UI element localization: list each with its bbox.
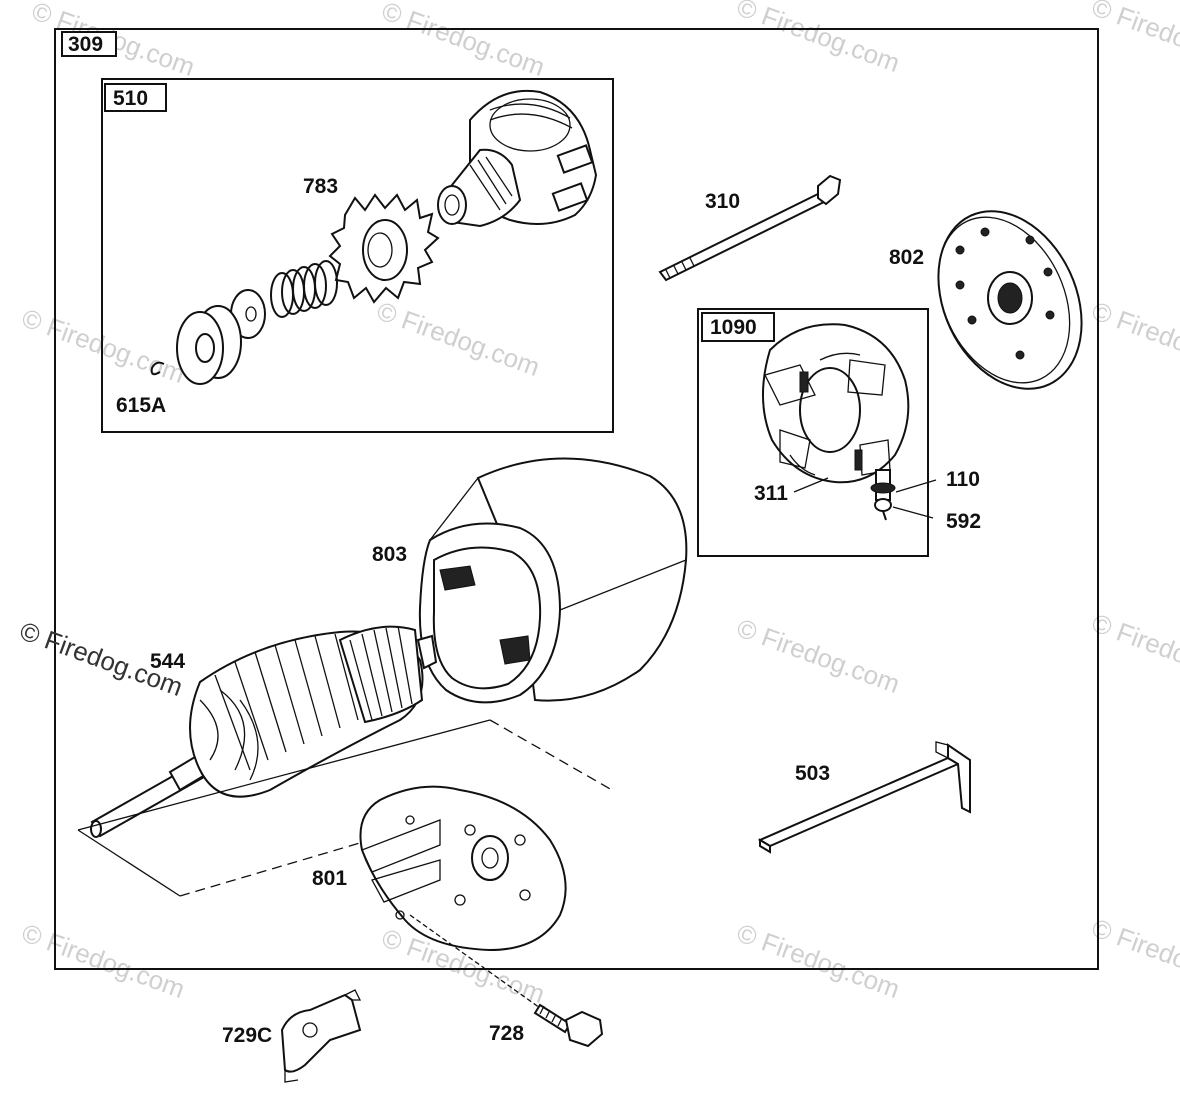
part-802-label: 802 [889,246,924,269]
part-615A-label: 615A [116,394,166,417]
pinion-gear-783 [328,193,440,304]
brush-holder-assembly [762,323,910,484]
drive-group-510: 510 783 [101,78,614,433]
part-801-label: 801 [312,867,347,890]
screw-leader-line [409,914,541,1009]
assembly-309-frame: 309 [54,28,1099,970]
terminal-stud [870,469,896,521]
watermark-text: © Firedog.com [1088,0,1180,78]
brush-group-1090: 1090 311 110 592 [697,308,981,557]
part-728-label: 728 [489,1022,524,1045]
part-729C-label: 729C [222,1024,272,1047]
assembly-309-label: 309 [68,33,103,56]
screw-728 [533,1003,604,1048]
watermark-text: © Firedog.com [18,302,189,389]
part-311-label: 311 [754,482,788,505]
part-310-label: 310 [705,190,740,213]
part-592-label: 592 [946,510,981,533]
brush-retainer-503 [757,741,971,854]
drive-end-cap-801 [359,785,567,952]
watermark-text: © Firedog.com [373,295,544,382]
brush-group-1090-label: 1090 [710,316,757,339]
parts-bag-outline [77,719,613,897]
motor-housing-803 [418,457,688,704]
stop-collar [176,305,242,385]
part-544-label: 544 [150,650,185,673]
anti-drift-spring [270,260,338,318]
drive-clutch-housing [437,89,598,228]
armature-544 [90,625,438,838]
watermark-text: © Firedog.com [733,612,904,699]
part-110-label: 110 [946,468,980,491]
watermark-text: © Firedog.com [1088,295,1180,382]
watermark-text: © Firedog.com [1088,607,1180,694]
watermark-text: © Firedog.com [733,0,904,78]
watermark-text: © Firedog.com [1088,912,1180,999]
part-503-label: 503 [795,762,830,785]
drive-group-510-label: 510 [113,87,148,110]
part-783-label: 783 [303,175,338,198]
part-803-label: 803 [372,543,407,566]
lock-tab-729C [280,989,362,1083]
watermark-text: © Firedog.com [733,917,904,1004]
retaining-ring-615A [150,361,165,376]
thru-bolt-310 [658,174,842,282]
watermark-text: © Firedog.com [378,0,549,82]
watermark-text: © Firedog.com [18,917,189,1004]
end-cap-802 [937,210,1083,390]
